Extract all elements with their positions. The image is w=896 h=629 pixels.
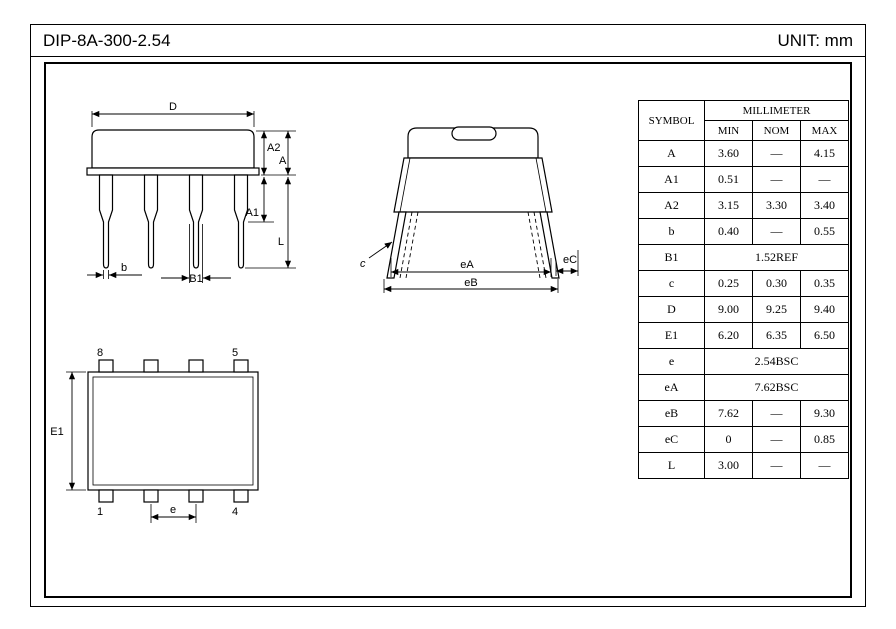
value-cell: 4.15 xyxy=(799,140,850,167)
value-cell: 3.30 xyxy=(752,192,801,219)
table-row: D 9.00 9.25 9.40 xyxy=(638,296,850,323)
table-row: eB 7.62 — 9.30 xyxy=(638,400,850,427)
span-value-cell: 7.62BSC xyxy=(703,374,850,401)
value-cell: 3.00 xyxy=(704,452,753,479)
value-cell: 7.62 xyxy=(704,400,753,427)
value-cell: 0.55 xyxy=(799,218,850,245)
symbol-cell: E1 xyxy=(638,322,705,349)
value-cell: — xyxy=(752,218,801,245)
symbol-header-cell: SYMBOL xyxy=(638,100,705,141)
symbol-cell: eB xyxy=(638,400,705,427)
span-value-cell: 1.52REF xyxy=(703,244,850,271)
value-cell: 0 xyxy=(704,426,753,453)
millimeter-header-cell: MILLIMETER xyxy=(703,100,850,121)
value-cell: — xyxy=(752,400,801,427)
value-cell: 3.60 xyxy=(704,140,753,167)
table-row: A1 0.51 — — xyxy=(638,166,850,193)
value-cell: 9.40 xyxy=(799,296,850,323)
table-row: L 3.00 — — xyxy=(638,452,850,479)
value-cell: 6.50 xyxy=(799,322,850,349)
symbol-cell: A xyxy=(638,140,705,167)
value-cell: — xyxy=(752,452,801,479)
table-row: c 0.25 0.30 0.35 xyxy=(638,270,850,297)
value-cell: 6.35 xyxy=(752,322,801,349)
symbol-cell: e xyxy=(638,348,705,375)
symbol-cell: B1 xyxy=(638,244,705,271)
value-cell: — xyxy=(799,166,850,193)
value-cell: 9.30 xyxy=(799,400,850,427)
unit-label: UNIT: mm xyxy=(777,30,853,50)
value-cell: 0.35 xyxy=(799,270,850,297)
value-cell: — xyxy=(799,452,850,479)
table-header-row: SYMBOL MILLIMETER xyxy=(638,100,850,141)
symbol-cell: A1 xyxy=(638,166,705,193)
min-header-cell: MIN xyxy=(704,120,753,141)
table-row: eC 0 — 0.85 xyxy=(638,426,850,453)
drawing-area-frame xyxy=(44,62,852,598)
value-cell: 3.40 xyxy=(799,192,850,219)
span-value-cell: 2.54BSC xyxy=(703,348,850,375)
outer-frame: DIP-8A-300-2.54 UNIT: mm xyxy=(30,24,866,607)
table-subheader-row: MIN NOM MAX xyxy=(639,120,850,141)
value-cell: 0.40 xyxy=(704,218,753,245)
value-cell: — xyxy=(752,166,801,193)
value-cell: 6.20 xyxy=(704,322,753,349)
table-row: E1 6.20 6.35 6.50 xyxy=(638,322,850,349)
max-header-cell: MAX xyxy=(799,120,850,141)
value-cell: — xyxy=(752,140,801,167)
symbol-cell: c xyxy=(638,270,705,297)
value-cell: 0.51 xyxy=(704,166,753,193)
value-cell: 3.15 xyxy=(704,192,753,219)
table-row: eA 7.62BSC xyxy=(638,374,850,401)
table-row: A2 3.15 3.30 3.40 xyxy=(638,192,850,219)
table-row: b 0.40 — 0.55 xyxy=(638,218,850,245)
dimension-table: SYMBOL MILLIMETER MIN NOM MAX A 3.60 — 4… xyxy=(638,100,850,479)
value-cell: 9.00 xyxy=(704,296,753,323)
symbol-cell: eA xyxy=(638,374,705,401)
symbol-cell: L xyxy=(638,452,705,479)
value-cell: — xyxy=(752,426,801,453)
title-bar: DIP-8A-300-2.54 UNIT: mm xyxy=(31,25,865,57)
nom-header-cell: NOM xyxy=(752,120,801,141)
table-row: B1 1.52REF xyxy=(638,244,850,271)
value-cell: 9.25 xyxy=(752,296,801,323)
symbol-cell: A2 xyxy=(638,192,705,219)
table-row: e 2.54BSC xyxy=(638,348,850,375)
table-row: A 3.60 — 4.15 xyxy=(638,140,850,167)
value-cell: 0.30 xyxy=(752,270,801,297)
symbol-cell: eC xyxy=(638,426,705,453)
value-cell: 0.25 xyxy=(704,270,753,297)
value-cell: 0.85 xyxy=(799,426,850,453)
symbol-cell: b xyxy=(638,218,705,245)
symbol-cell: D xyxy=(638,296,705,323)
package-title: DIP-8A-300-2.54 xyxy=(43,30,171,50)
